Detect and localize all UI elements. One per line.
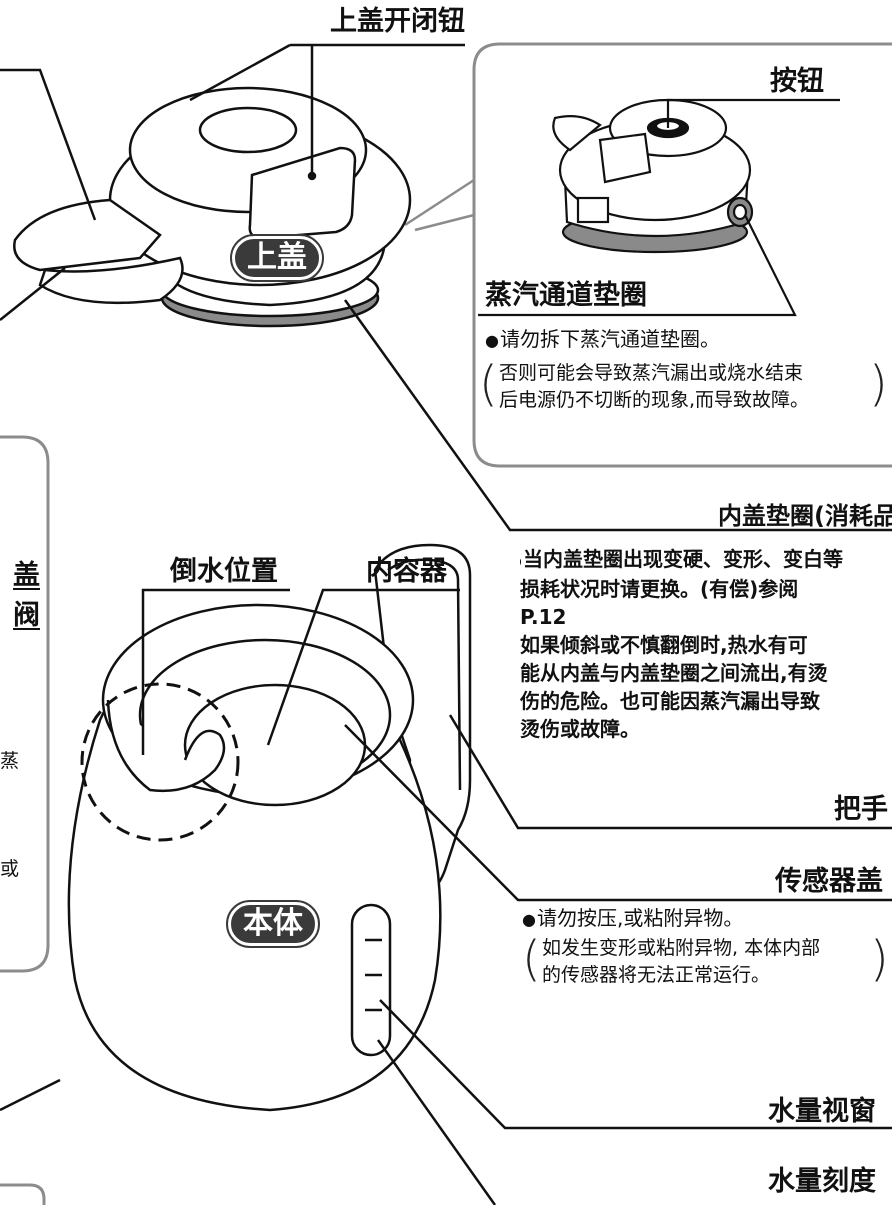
leader-steam-gasket bbox=[478, 214, 797, 317]
inner-lid-notes: 当内盖垫圈出现变硬、变形、变白等 损耗状况时请更换。(有偿)参阅 P.12 如果… bbox=[520, 545, 892, 743]
body-drawing bbox=[67, 543, 472, 1112]
left-panel bbox=[0, 435, 50, 973]
inner-lid-note-3: P.12 bbox=[520, 605, 567, 629]
sensor-bullet: 请勿按压,或粘附异物。 bbox=[522, 904, 743, 934]
label-lid-open-button: 上盖开闭钮 bbox=[330, 6, 465, 37]
label-inner-lid-gasket: 内盖垫圈(消耗品) bbox=[718, 502, 892, 530]
label-handle: 把手 bbox=[834, 794, 888, 825]
leader-pour-position bbox=[141, 588, 290, 755]
inner-lid-note-4: 如果倾斜或不慎翻倒时,热水有可 bbox=[520, 633, 808, 657]
left-cut-label-3: 蒸 bbox=[0, 750, 20, 772]
badge-body: 本体 bbox=[226, 900, 320, 948]
inner-lid-note-7: 烫伤或故障。 bbox=[520, 717, 640, 741]
leader-inner-container bbox=[266, 588, 460, 746]
pour-position-circle bbox=[80, 682, 240, 842]
leader-lid-button-2 bbox=[189, 43, 291, 102]
left-cut-label-4: 或 bbox=[0, 858, 20, 880]
zoom-connector-2 bbox=[404, 178, 475, 227]
left-cut-label-1: 盖 bbox=[13, 560, 40, 591]
lid-drawing bbox=[13, 86, 412, 328]
steam-gasket-bullet: 请勿拆下蒸汽通道垫圈。 bbox=[485, 325, 720, 355]
label-water-window: 水量视窗 bbox=[768, 1096, 876, 1127]
label-button: 按钮 bbox=[770, 66, 824, 97]
left-cut-label-2: 阀 bbox=[13, 600, 40, 631]
leader-water-window bbox=[379, 999, 892, 1130]
label-steam-gasket: 蒸汽通道垫圈 bbox=[485, 280, 647, 311]
leader-water-scale bbox=[376, 1039, 497, 1205]
badge-lid: 上盖 bbox=[230, 234, 324, 282]
lid-zoom-drawing bbox=[552, 98, 754, 254]
leader-handle bbox=[448, 714, 892, 830]
inner-lid-note-5: 能从内盖与内盖垫圈之间流出,有烫 bbox=[520, 661, 828, 685]
steam-gasket-paren-line2: 后电源仍不切断的现象,而导致故障。 bbox=[499, 389, 810, 411]
sensor-paren: ( 如发生变形或粘附异物, 本体内部 的传感器将无法正常运行。 ) bbox=[522, 931, 889, 987]
leader-inner-gasket bbox=[343, 299, 892, 532]
sensor-paren-line1: 如发生变形或粘附异物, 本体内部 bbox=[542, 937, 821, 959]
label-sensor-cover: 传感器盖 bbox=[775, 866, 883, 897]
steam-gasket-paren: ( 否则可能会导致蒸汽漏出或烧水结束 后电源仍不切断的现象,而导致故障。 ) bbox=[479, 356, 888, 412]
leader-button bbox=[666, 98, 840, 128]
inner-lid-note-1: 当内盖垫圈出现变硬、变形、变白等 bbox=[520, 545, 892, 575]
label-inner-container: 内容器 bbox=[366, 556, 447, 587]
sensor-paren-line2: 的传感器将无法正常运行。 bbox=[542, 964, 771, 986]
label-water-scale: 水量刻度 bbox=[768, 1166, 876, 1197]
left-panel-bottom bbox=[0, 1183, 46, 1205]
leader-sensor-cover bbox=[344, 724, 892, 902]
inner-lid-note-6: 伤的危险。也可能因蒸汽漏出导致 bbox=[520, 689, 820, 713]
steam-gasket-paren-line1: 否则可能会导致蒸汽漏出或烧水结束 bbox=[499, 362, 804, 384]
leader-left-body bbox=[0, 1078, 61, 1112]
leader-spout-left bbox=[0, 68, 97, 221]
leader-spout-left-2 bbox=[0, 267, 66, 321]
steam-gasket-panel bbox=[472, 42, 892, 468]
zoom-connector bbox=[414, 213, 475, 232]
inner-lid-note-2: 损耗状况时请更换。(有偿)参阅 bbox=[520, 577, 799, 601]
label-pour-position: 倒水位置 bbox=[170, 556, 278, 587]
